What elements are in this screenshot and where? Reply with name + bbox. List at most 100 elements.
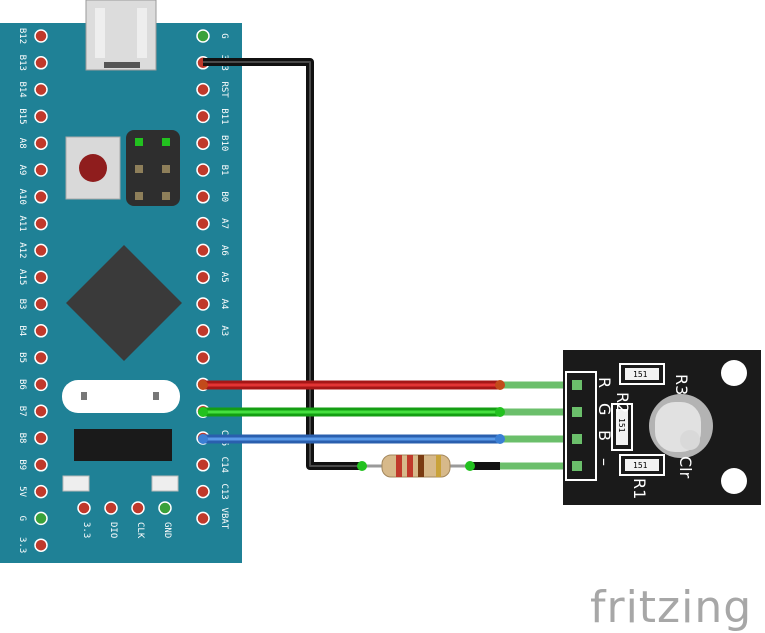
reset-button bbox=[65, 136, 121, 200]
header-pin-left bbox=[34, 458, 48, 472]
pin-label-right: G bbox=[219, 33, 229, 38]
header-pin-left bbox=[34, 511, 48, 526]
pin-label-left: A10 bbox=[17, 189, 27, 205]
module-pin-g: G bbox=[595, 403, 614, 415]
boot-jumpers bbox=[126, 130, 180, 206]
pin-label-right: C13 bbox=[219, 483, 229, 499]
r3-ref: R3 bbox=[672, 374, 691, 395]
rgb-led-module: 151 R3 151 R2 151 R1 Clr R G B – bbox=[563, 350, 761, 505]
r1-value: 151 bbox=[633, 461, 648, 470]
module-header-pin bbox=[572, 380, 582, 390]
pin-label-right: A4 bbox=[219, 299, 229, 310]
module-header-outline bbox=[565, 371, 597, 481]
module-pin-r: R bbox=[595, 377, 614, 388]
swd-pin-label: 3.3 bbox=[81, 522, 91, 538]
wire-end bbox=[495, 434, 505, 444]
module-header-pin bbox=[572, 434, 582, 444]
header-pin-left bbox=[34, 243, 48, 258]
header-pin-left bbox=[34, 56, 48, 70]
smd-resistor-r2: 151 R2 bbox=[611, 392, 633, 451]
pin-label-left: A8 bbox=[17, 138, 27, 149]
r1-ref: R1 bbox=[630, 478, 649, 499]
pin-label-left: A15 bbox=[17, 269, 27, 285]
pin-label-right: A6 bbox=[219, 245, 229, 256]
pin-label-left: B3 bbox=[17, 299, 27, 310]
header-pin-left bbox=[34, 297, 48, 311]
pin-label-left: B12 bbox=[17, 28, 27, 44]
r2-ref: R2 bbox=[613, 392, 632, 413]
header-pin-right bbox=[196, 190, 210, 204]
header-pin-right bbox=[196, 82, 210, 97]
header-pin-left bbox=[34, 377, 48, 392]
header-pin-left bbox=[34, 163, 48, 177]
pin-label-left: B8 bbox=[17, 433, 27, 444]
pin-label-left: B13 bbox=[17, 55, 27, 71]
header-pin-left bbox=[34, 431, 48, 445]
pin-label-right: B0 bbox=[219, 191, 229, 202]
pin-label-left: B9 bbox=[17, 459, 27, 470]
header-pin-right bbox=[196, 109, 210, 124]
header-pin-left bbox=[34, 350, 48, 365]
header-pin-right bbox=[196, 216, 210, 231]
resistor bbox=[357, 454, 475, 478]
smd-resistor-r1: 151 R1 bbox=[619, 454, 665, 499]
swd-pin bbox=[77, 501, 91, 515]
module-corner-text: Clr bbox=[676, 456, 695, 479]
pin-label-right: A7 bbox=[219, 218, 229, 229]
pin-label-right: VBAT bbox=[219, 508, 229, 530]
header-pin-left bbox=[34, 324, 48, 338]
pin-label-left: B15 bbox=[17, 108, 27, 124]
fritzing-watermark: fritzing bbox=[590, 582, 752, 633]
module-pin-b: B bbox=[595, 430, 614, 441]
module-pin-gnd: – bbox=[595, 458, 614, 466]
regulator-chip bbox=[74, 429, 172, 461]
pin-label-left: B6 bbox=[17, 379, 27, 390]
wire-end bbox=[198, 434, 208, 444]
wire-black-highlight bbox=[203, 61, 362, 467]
header-pin-right bbox=[196, 324, 210, 338]
wire-end bbox=[495, 380, 505, 390]
header-pin-left bbox=[34, 82, 48, 97]
r3-value: 151 bbox=[633, 370, 648, 379]
header-pin-right bbox=[196, 163, 210, 177]
rgb-led bbox=[649, 394, 713, 458]
crystal bbox=[62, 380, 180, 413]
header-pin-left bbox=[34, 109, 48, 124]
pin-label-right: B11 bbox=[219, 108, 229, 124]
pin-label-left: A12 bbox=[17, 242, 27, 258]
stm32-board: B12B13B14B15A8A9A10A11A12A15B3B4B5B6B7B8… bbox=[0, 0, 242, 563]
r2-value: 151 bbox=[617, 418, 626, 433]
swd-pin bbox=[131, 501, 145, 515]
module-header-pin bbox=[572, 461, 582, 471]
pin-label-left: B4 bbox=[17, 325, 27, 336]
pin-label-right: A5 bbox=[219, 272, 229, 283]
header-pin-right bbox=[196, 29, 210, 43]
smd-resistor-r3: 151 R3 bbox=[619, 363, 691, 395]
swd-pin-label: CLK bbox=[135, 522, 145, 539]
header-pin-left bbox=[34, 136, 48, 150]
header-pin-left bbox=[34, 538, 48, 552]
pin-label-right: B1 bbox=[219, 165, 229, 176]
wire-end bbox=[495, 407, 505, 417]
pin-label-left: 5V bbox=[17, 486, 27, 497]
header-pin-left bbox=[34, 404, 48, 418]
pin-label-right: RST bbox=[219, 81, 229, 98]
usb-connector bbox=[85, 0, 157, 71]
header-pin-right bbox=[196, 297, 210, 311]
swd-pin bbox=[158, 501, 172, 515]
header-pin-left bbox=[34, 484, 48, 499]
header-pin-right bbox=[196, 136, 210, 150]
mount-hole-top bbox=[721, 360, 747, 386]
pin-label-left: 3.3 bbox=[17, 537, 27, 553]
header-pin-right bbox=[196, 350, 210, 365]
led-right bbox=[151, 475, 179, 492]
header-pin-left bbox=[34, 270, 48, 284]
pin-label-left: B5 bbox=[17, 352, 27, 363]
header-pin-right bbox=[196, 243, 210, 258]
header-pin-right bbox=[196, 511, 210, 526]
pin-label-left: A9 bbox=[17, 165, 27, 176]
header-pin-left bbox=[34, 216, 48, 231]
header-pin-right bbox=[196, 458, 210, 472]
mcu-chip bbox=[66, 245, 182, 361]
